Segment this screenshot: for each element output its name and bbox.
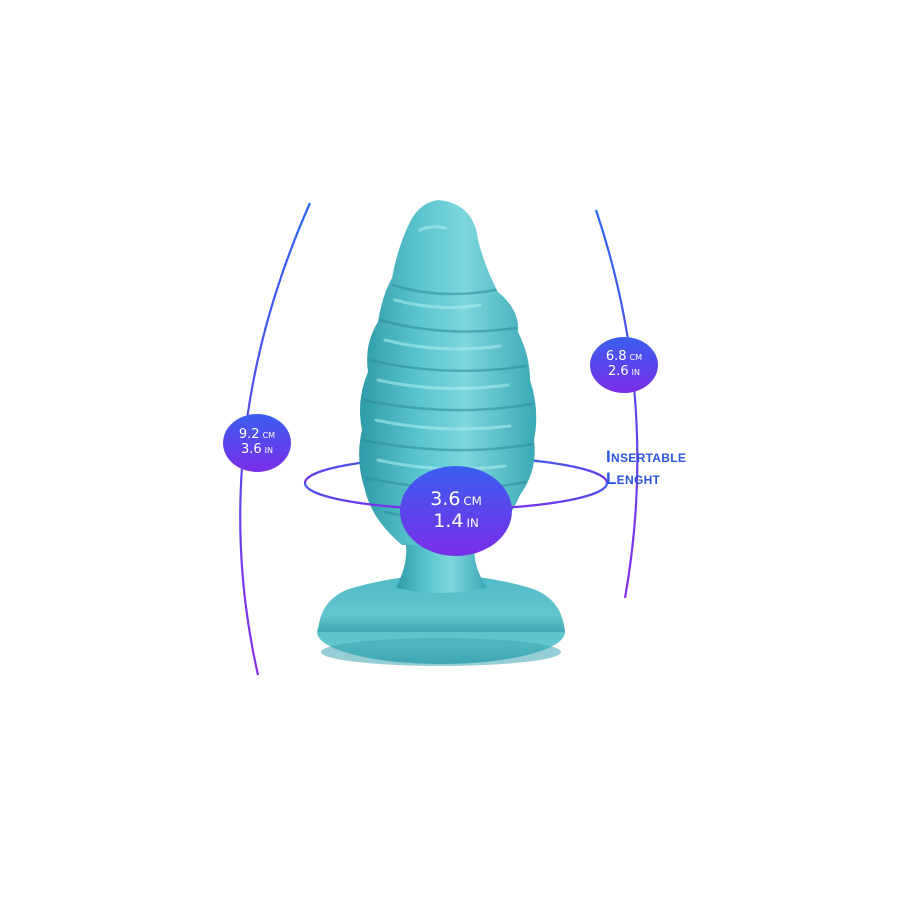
insertable-length-label: Insertable Lenght [606, 446, 686, 490]
insertable-length-in-value: 2.6 [607, 364, 629, 379]
width-cm-unit: CM [463, 494, 482, 509]
insertable-label-line-2: Lenght [606, 469, 661, 488]
insertable-length-cm-unit: CM [629, 353, 643, 363]
insertable-length-cm-value: 6.8 [605, 349, 627, 365]
total-length-in-unit: IN [264, 446, 274, 455]
width-in-value: 1.4 [433, 510, 464, 532]
total-length-badge-bg [223, 414, 291, 472]
width-badge-bg [400, 466, 512, 556]
insertable-length-line [594, 209, 639, 599]
total-length-cm-unit: CM [262, 431, 276, 441]
total-length-badge: 9.2 CM 3.6 IN [223, 414, 291, 472]
width-in-unit: IN [466, 516, 479, 530]
product-base [317, 575, 565, 666]
total-length-in-value: 3.6 [240, 442, 262, 457]
insertable-length-in-unit: IN [631, 368, 641, 377]
product-body [359, 200, 537, 545]
insertable-label-line-1: Insertable [606, 447, 687, 466]
width-badge: 3.6 CM 1.4 IN [400, 466, 512, 556]
insertable-length-badge-bg [590, 337, 658, 393]
total-length-cm-value: 9.2 [238, 427, 260, 443]
width-cm-value: 3.6 [430, 488, 461, 511]
insertable-length-badge: 6.8 CM 2.6 IN [590, 337, 658, 393]
